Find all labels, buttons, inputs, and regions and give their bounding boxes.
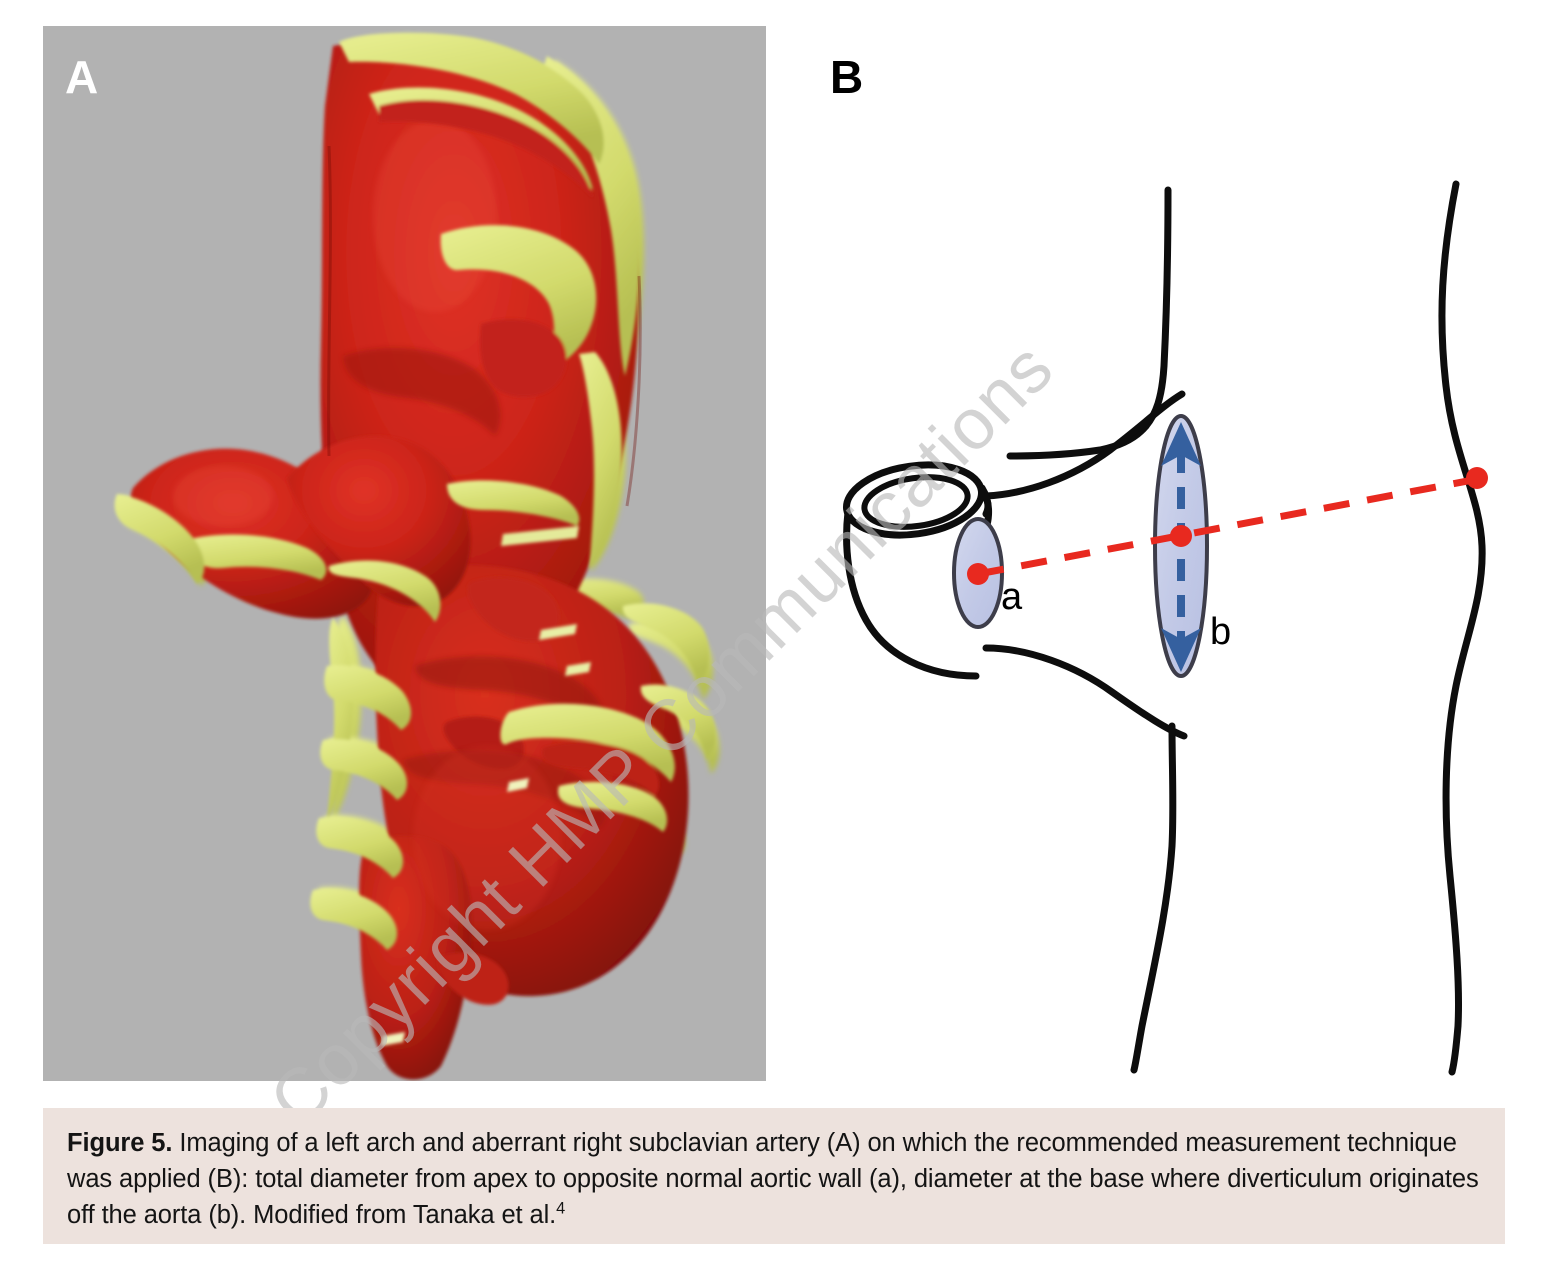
- subclavian-stump-inner-rim: [861, 474, 971, 530]
- surface-noise: [327, 145, 642, 507]
- calcification-overlay: [114, 33, 716, 1046]
- figure-caption-body: Imaging of a left arch and aberrant righ…: [67, 1129, 1479, 1229]
- panel-a-label: A: [65, 51, 98, 103]
- panel-a-image: A: [43, 26, 766, 1081]
- panel-b-diagram-container: a b B: [790, 26, 1548, 1081]
- label-b-text: b: [1210, 611, 1231, 653]
- aorta-3d-rendering: [43, 26, 766, 1081]
- figure-caption-citation: 4: [556, 1199, 566, 1218]
- aorta-upper-left-wall: [1142, 186, 1172, 430]
- aorta-right-wall: [1438, 180, 1486, 1076]
- figure-caption-box: Figure 5. Imaging of a left arch and abe…: [43, 1108, 1505, 1244]
- measurement-technique-diagram: a b: [842, 180, 1488, 1076]
- diameter-a-line: [967, 467, 1488, 585]
- aorta-lower-left-wall: [1130, 722, 1177, 1074]
- measure-endpoint-right: [1466, 467, 1488, 489]
- measure-endpoint-left: [967, 563, 989, 585]
- diverticulum-upper-contour: [982, 390, 1186, 500]
- aorta-neck-upper: [1006, 422, 1150, 460]
- measure-midpoint: [1170, 525, 1192, 547]
- arrowhead-down: [1161, 628, 1201, 672]
- diverticulum-lower-contour: [982, 644, 1188, 740]
- figure-caption-label: Figure 5.: [67, 1129, 173, 1157]
- subclavian-stump-lower-wall: [843, 508, 980, 680]
- figure-caption-text: Figure 5. Imaging of a left arch and abe…: [67, 1125, 1481, 1233]
- arrowhead-up: [1161, 422, 1201, 466]
- label-a-text: a: [1001, 576, 1023, 618]
- diameter-b-arrow: [1161, 422, 1201, 672]
- panel-b-label: B: [830, 51, 863, 103]
